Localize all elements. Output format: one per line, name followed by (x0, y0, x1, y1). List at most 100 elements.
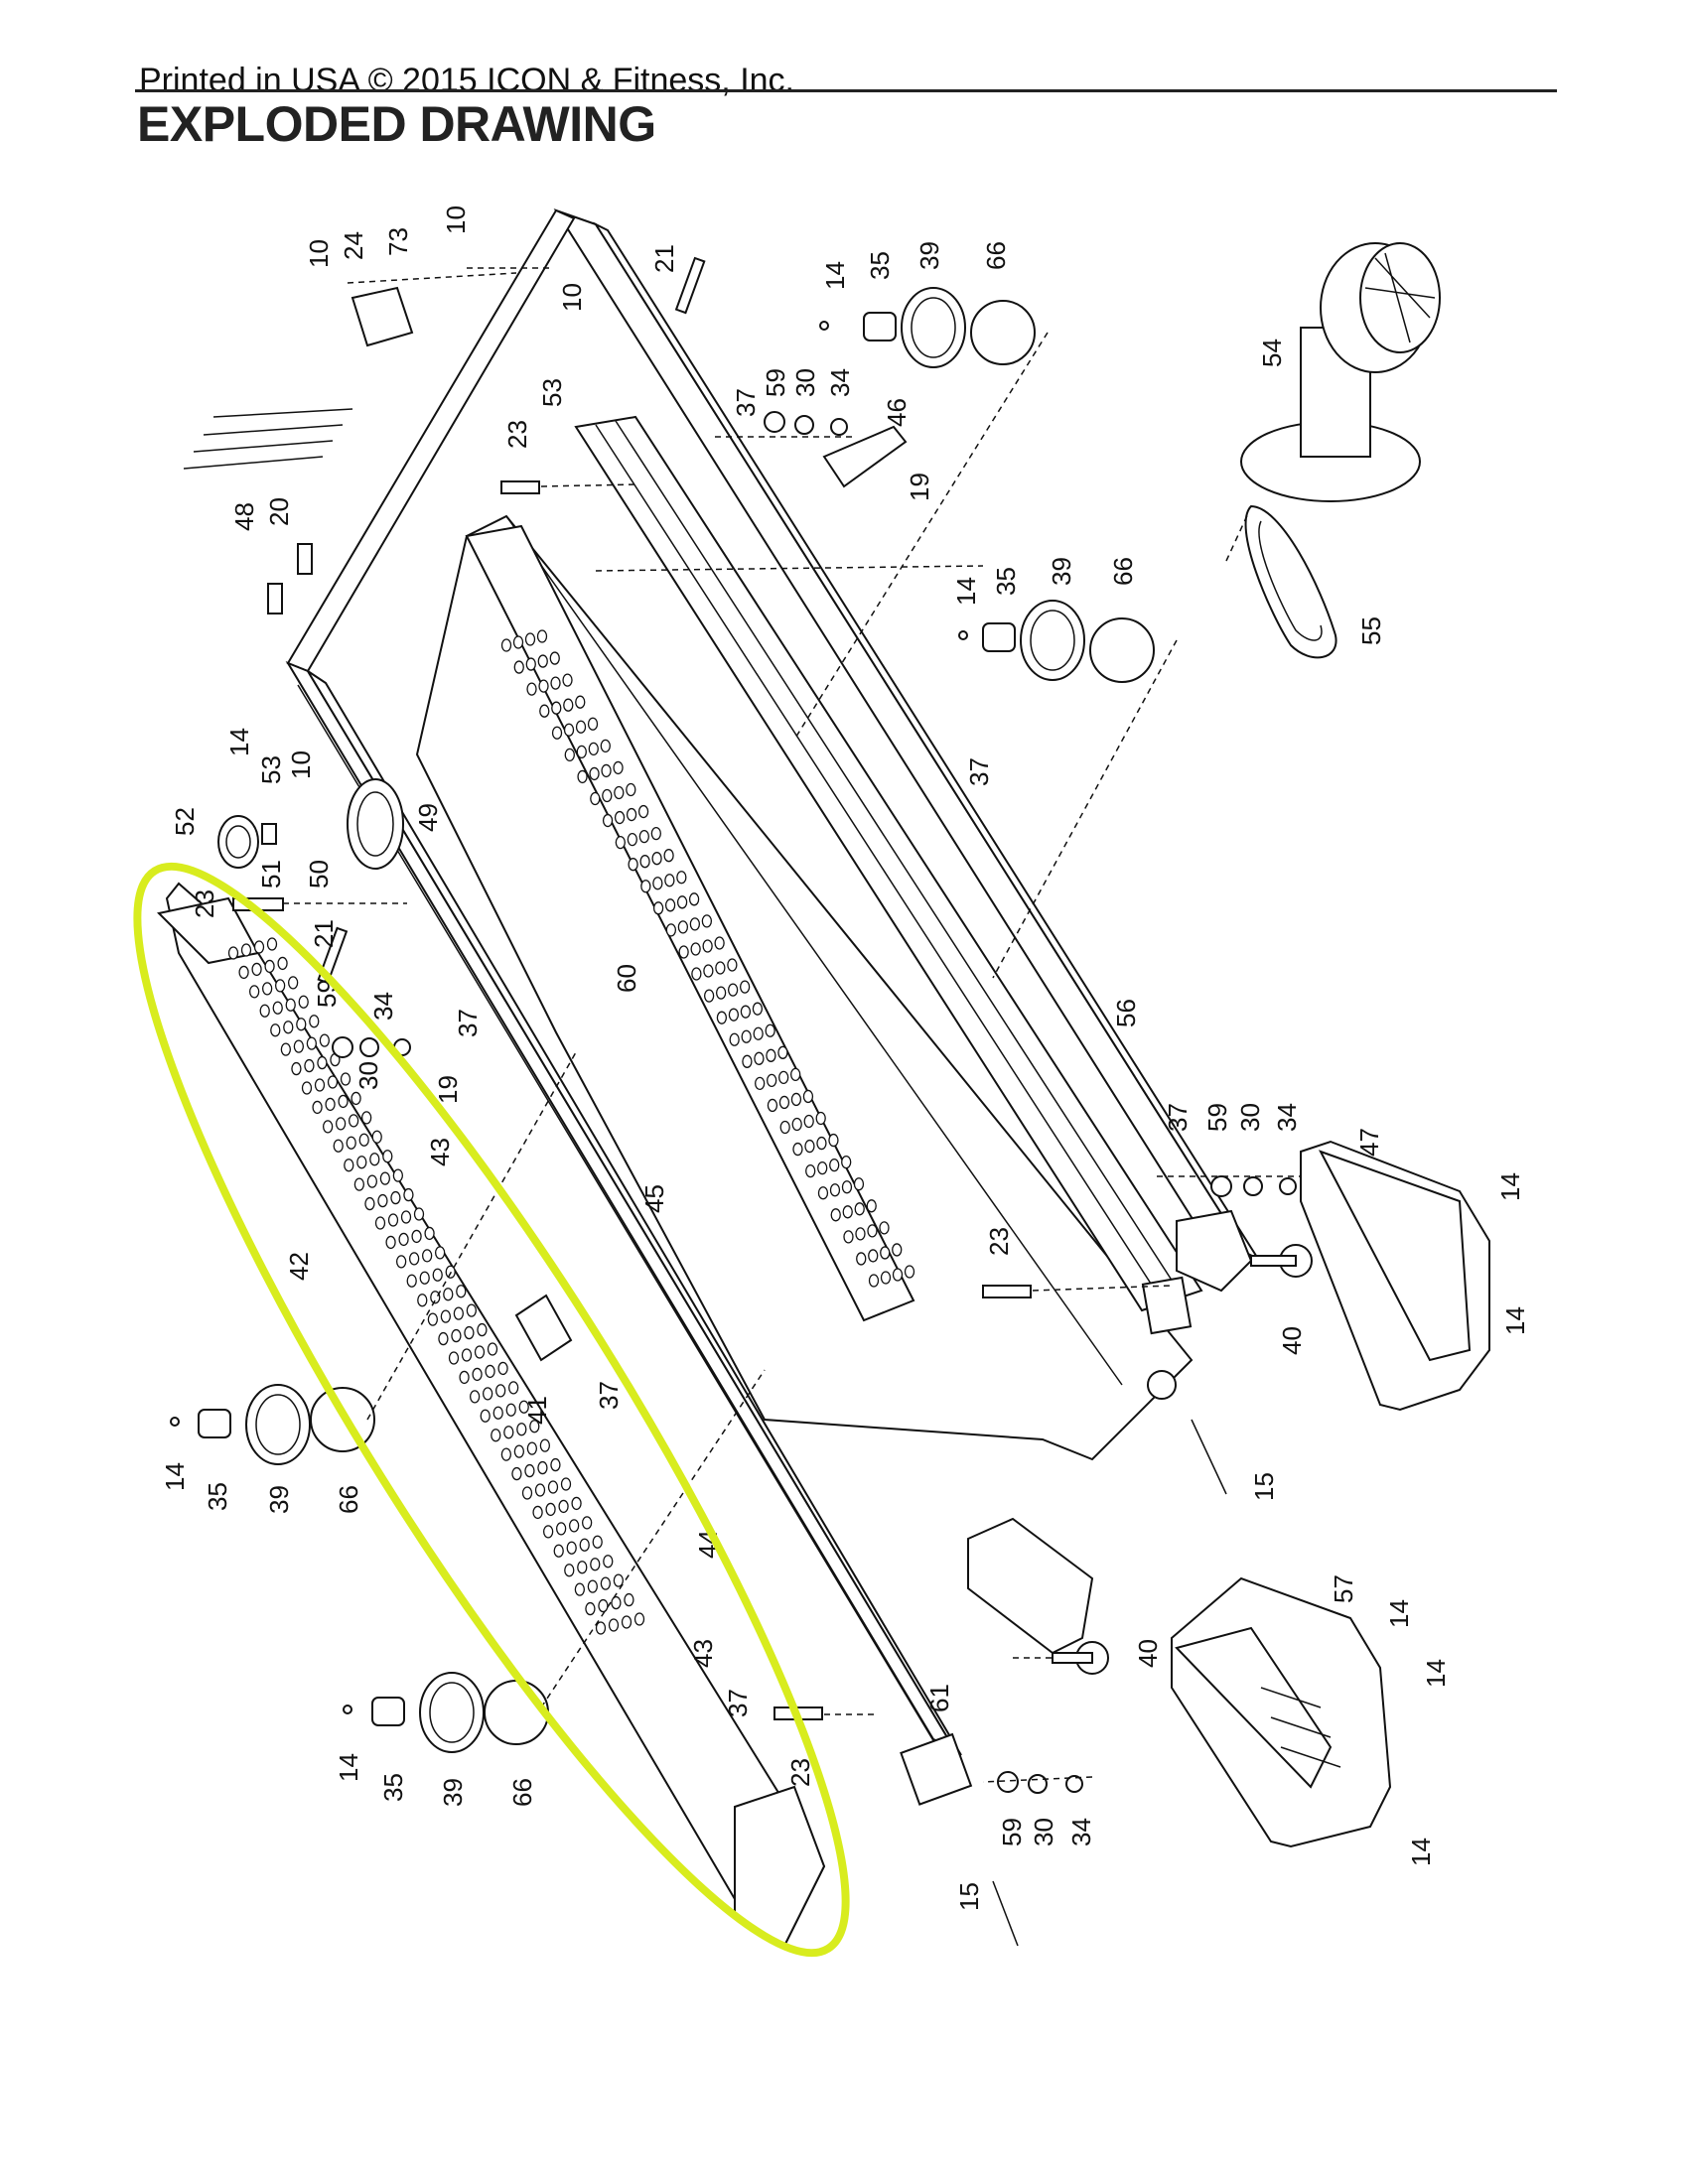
callout-55: 55 (1356, 616, 1386, 645)
rail-hole (803, 1114, 814, 1129)
rail-hole (317, 1055, 328, 1070)
rail-hole (608, 1618, 620, 1632)
callout-34: 34 (825, 368, 855, 397)
rail-hole (555, 1522, 567, 1536)
rail-hole (390, 1190, 401, 1205)
rail-hole (549, 651, 560, 665)
rail-hole (469, 1390, 481, 1404)
rail-hole (440, 1309, 452, 1323)
rail-hole (841, 1180, 853, 1194)
front-pulley (347, 778, 404, 870)
washer-set-2 (1210, 1175, 1297, 1197)
rail-hole (716, 1011, 728, 1024)
rail-hole (703, 989, 715, 1003)
leveling-foot-2 (1052, 1641, 1109, 1675)
rail-hole (304, 1058, 315, 1073)
rail-hole (550, 676, 561, 690)
callout-10: 10 (557, 283, 587, 312)
rail-hole (538, 679, 549, 693)
rail-hole (344, 1159, 354, 1172)
rail-hole (333, 1139, 344, 1153)
fitting-20 (267, 543, 313, 614)
rail-hole (385, 1235, 396, 1250)
callout-labels: 10 24 73 10 10 53 21 14 35 39 66 54 37 5… (160, 205, 1530, 1911)
rail-hole (248, 985, 260, 999)
rail-hole (264, 959, 275, 974)
callout-14: 14 (820, 261, 850, 290)
rail-hole (371, 1130, 382, 1144)
rail-hole (537, 654, 548, 668)
rear-caps (967, 1209, 1253, 1655)
rail-hole (424, 1226, 435, 1241)
rail-hole (251, 962, 262, 977)
magnet-51 (261, 823, 277, 845)
rail-hole (505, 1403, 516, 1417)
rail-hole (309, 1015, 320, 1028)
rail-hole (301, 1081, 313, 1095)
rail-hole (539, 1438, 551, 1452)
callout-15: 15 (954, 1882, 984, 1911)
rail-hole (754, 1051, 765, 1065)
rail-hole (366, 1174, 378, 1188)
rail-hole (767, 1098, 778, 1113)
motor (1240, 242, 1441, 502)
rail-hole (500, 638, 512, 652)
callout-34: 34 (1066, 1818, 1096, 1846)
rail-hole (829, 1159, 840, 1172)
rail-hole (485, 1364, 495, 1379)
rail-hole (600, 739, 611, 752)
rail-hole (588, 742, 599, 755)
rail-hole (621, 1615, 633, 1629)
washer-set-3 (332, 1036, 411, 1058)
callout-66: 66 (507, 1778, 537, 1807)
rail-hole (259, 1004, 270, 1018)
rail-hole (453, 1306, 465, 1320)
rail-hole (568, 1519, 580, 1533)
rail-hole (792, 1142, 803, 1157)
rail-hole (624, 1592, 634, 1607)
rail-hole (842, 1205, 853, 1219)
rail-hole (790, 1092, 802, 1107)
rail-hole (408, 1252, 420, 1266)
rail-hole (665, 923, 677, 937)
callout-53: 53 (256, 755, 286, 784)
callout-15: 15 (1249, 1472, 1279, 1501)
rail-hole (403, 1187, 414, 1202)
rail-hole (678, 945, 689, 959)
rail-hole (477, 1322, 488, 1337)
rail-hole (866, 1199, 877, 1213)
rail-hole (346, 1136, 356, 1150)
rail-hole (742, 1054, 753, 1068)
callout-49: 49 (413, 803, 443, 832)
center-rail (465, 524, 915, 1322)
rail-hole (676, 895, 688, 909)
rail-hole (868, 1274, 880, 1288)
rail-hole (652, 901, 664, 915)
isolator-group-3 (170, 1384, 375, 1465)
callout-24: 24 (339, 231, 368, 260)
rail-hole (518, 1400, 529, 1414)
bracket-73 (351, 286, 414, 347)
rail-hole (676, 871, 687, 885)
callout-10: 10 (286, 751, 316, 779)
callout-30: 30 (353, 1061, 383, 1090)
rail-hole (550, 1457, 561, 1472)
callout-23: 23 (785, 1758, 815, 1787)
rail-hole (652, 877, 663, 890)
rail-hole (614, 810, 626, 825)
callout-34: 34 (368, 992, 398, 1021)
rail-hole (553, 1544, 564, 1558)
callout-40: 40 (1277, 1326, 1307, 1355)
rail-hole (521, 1486, 533, 1500)
rail-hole (817, 1186, 829, 1200)
rail-hole (879, 1221, 890, 1235)
callout-34: 34 (1272, 1103, 1302, 1132)
drive-belt (1225, 504, 1337, 659)
callout-14: 14 (1421, 1659, 1451, 1688)
rail-hole (512, 635, 524, 649)
rail-hole (516, 1423, 527, 1436)
rail-hole (590, 1558, 601, 1571)
rail-hole (600, 1576, 612, 1590)
rail-hole (526, 682, 537, 696)
rail-hole (274, 979, 286, 993)
